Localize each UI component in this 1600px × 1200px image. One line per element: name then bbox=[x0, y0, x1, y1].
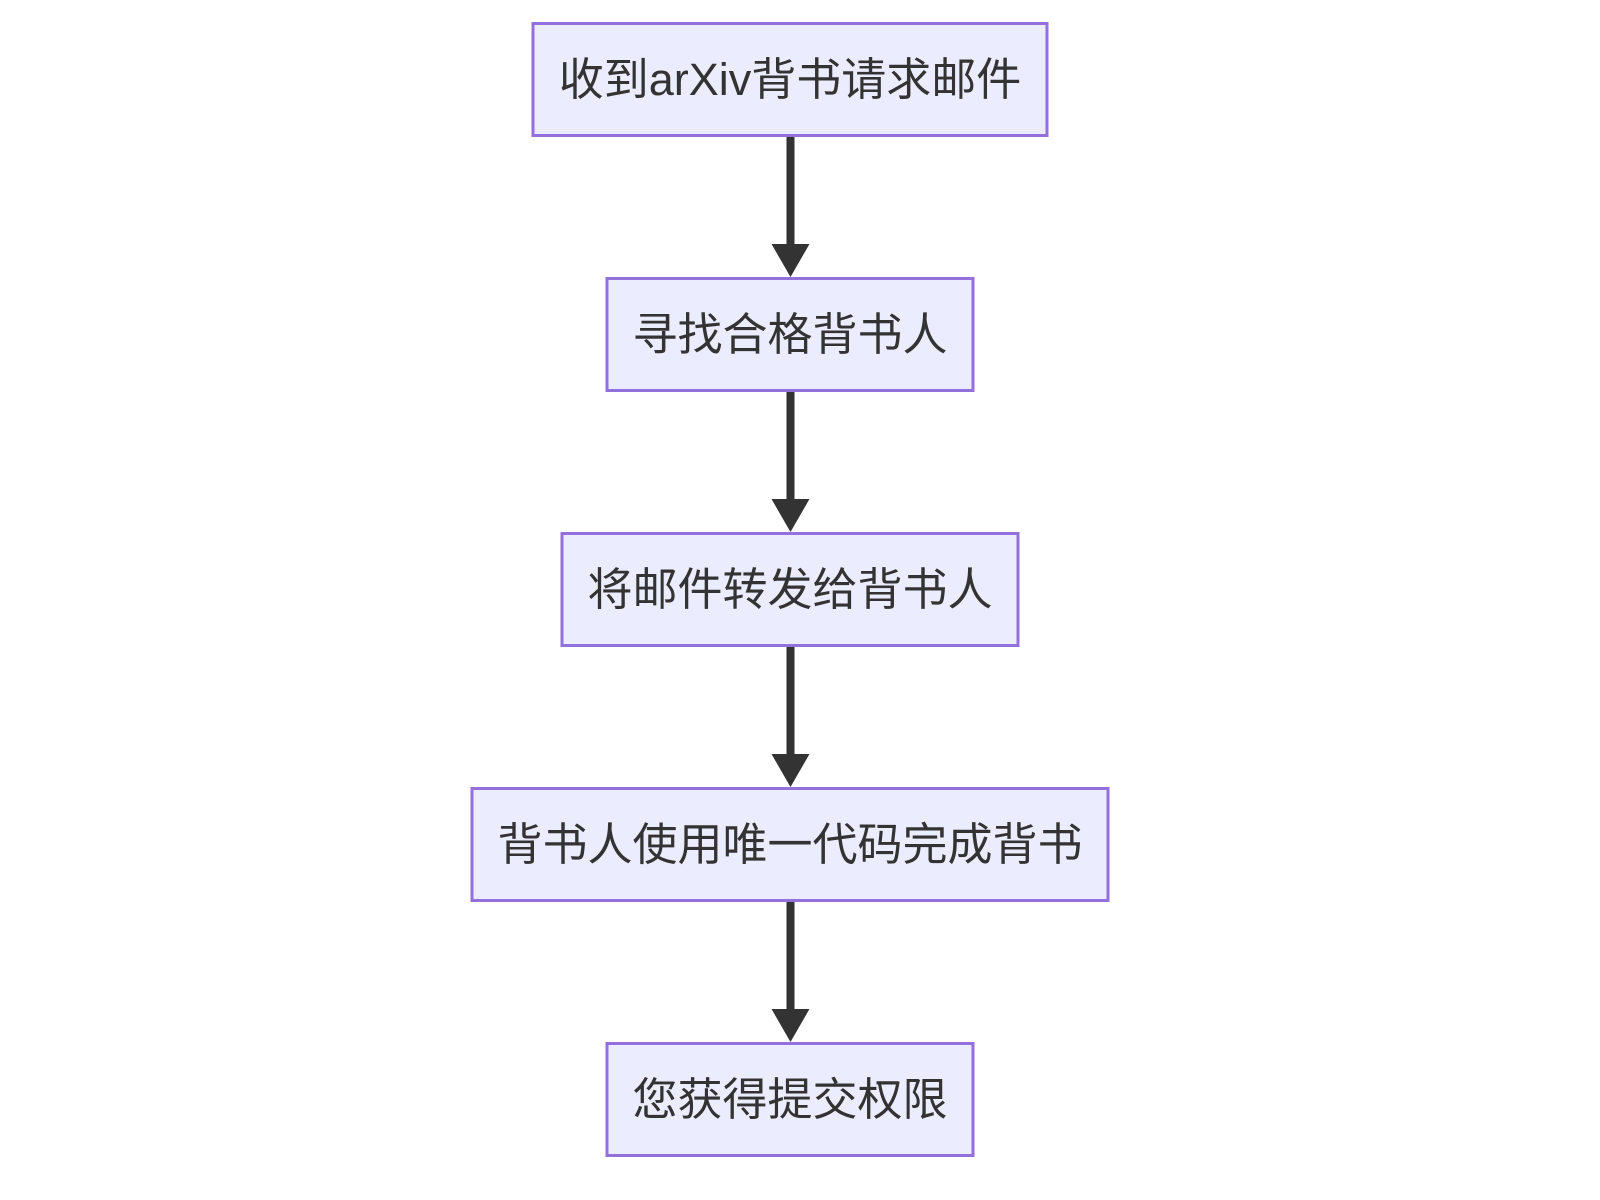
arrowhead-down-icon bbox=[770, 754, 809, 787]
arrow-shaft bbox=[785, 137, 794, 244]
arrow-4 bbox=[770, 902, 809, 1042]
arrowhead-down-icon bbox=[770, 499, 809, 532]
arrow-3 bbox=[770, 647, 809, 787]
arrow-2 bbox=[770, 392, 809, 532]
flow-node-submission-rights: 您获得提交权限 bbox=[605, 1042, 975, 1157]
flowchart: 收到arXiv背书请求邮件 寻找合格背书人 将邮件转发给背书人 背书人使用唯一代… bbox=[470, 22, 1110, 1157]
flow-node-label: 将邮件转发给背书人 bbox=[587, 564, 993, 615]
arrowhead-down-icon bbox=[770, 1009, 809, 1042]
arrow-shaft bbox=[785, 902, 794, 1009]
flow-node-receive-email: 收到arXiv背书请求邮件 bbox=[531, 22, 1049, 137]
arrow-shaft bbox=[785, 392, 794, 499]
flow-node-endorser-code: 背书人使用唯一代码完成背书 bbox=[470, 787, 1110, 902]
flow-node-label: 您获得提交权限 bbox=[632, 1074, 948, 1125]
arrow-1 bbox=[770, 137, 809, 277]
flow-node-forward-email: 将邮件转发给背书人 bbox=[560, 532, 1020, 647]
arrow-shaft bbox=[785, 647, 794, 754]
flow-node-find-endorser: 寻找合格背书人 bbox=[605, 277, 975, 392]
flow-node-label: 收到arXiv背书请求邮件 bbox=[558, 54, 1022, 105]
flow-node-label: 寻找合格背书人 bbox=[632, 309, 948, 360]
arrowhead-down-icon bbox=[770, 244, 809, 277]
flow-node-label: 背书人使用唯一代码完成背书 bbox=[497, 819, 1083, 870]
